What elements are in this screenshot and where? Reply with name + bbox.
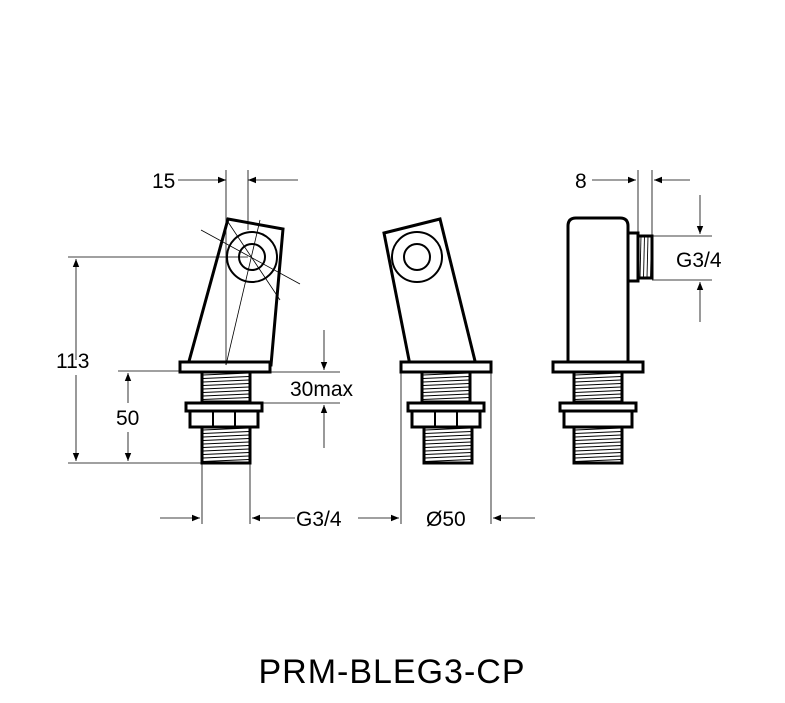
middle-outlet-inner	[403, 243, 431, 271]
left-body	[186, 217, 285, 367]
left-lower-thread-lines	[202, 427, 250, 462]
dim-30max-label: 30max	[290, 378, 354, 401]
dim-15-label: 15	[152, 170, 175, 193]
left-upper-thread-lines	[202, 372, 250, 400]
dim-50-label: 50	[116, 407, 139, 430]
dim-113-label: 113	[56, 350, 89, 373]
right-outlet-thread	[636, 234, 654, 280]
middle-nut	[410, 409, 482, 429]
right-body	[566, 216, 630, 367]
dim-g34-bottom-label: G3/4	[296, 508, 342, 531]
right-outlet-thread-lines	[639, 235, 652, 279]
right-view: 8 G3/4	[551, 170, 722, 465]
middle-lower-thread-lines	[424, 427, 472, 462]
left-nut	[188, 409, 260, 429]
right-upper-thread-lines	[574, 372, 622, 400]
middle-upper-thread-lines	[422, 372, 470, 400]
middle-view: Ø50	[358, 217, 535, 531]
left-view: 15 113 50 30max G3/4	[56, 170, 354, 531]
right-lower-thread-lines	[574, 427, 622, 462]
right-nut	[562, 409, 634, 429]
dim-g34-side-label: G3/4	[676, 249, 722, 272]
dim-diameter-50-label: Ø50	[426, 508, 466, 531]
drawing-title: PRM-BLEG3-CP	[258, 653, 525, 691]
middle-outlet-outer	[391, 231, 443, 283]
dim-8-label: 8	[575, 170, 587, 193]
